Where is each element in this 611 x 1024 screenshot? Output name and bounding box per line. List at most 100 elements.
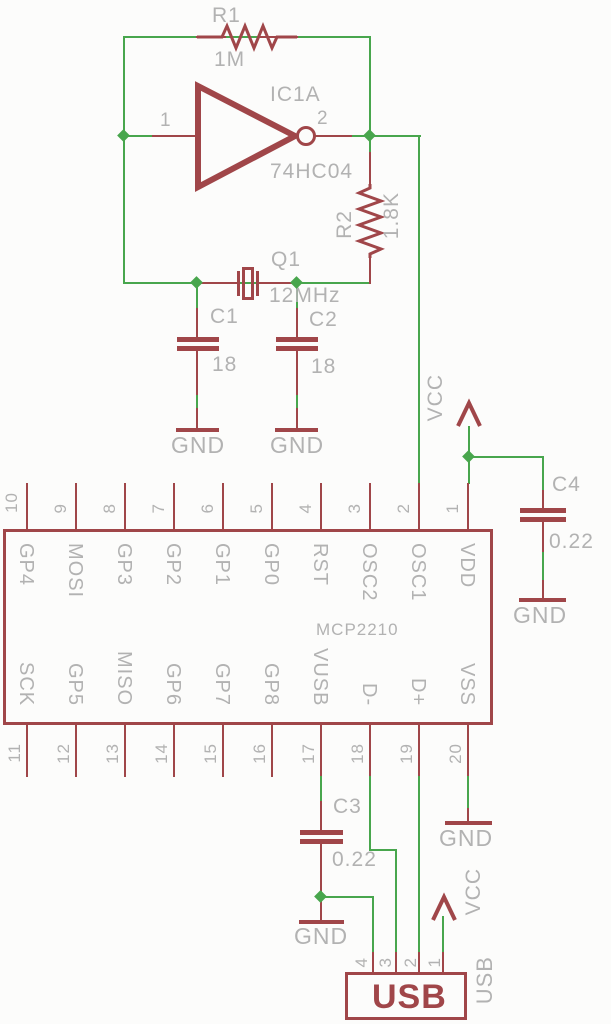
c3-gnd-label: GND [294,923,349,949]
pin-name: GP0 [260,543,282,587]
wire-segment [196,392,198,410]
junction-dot [190,276,203,289]
c3-lead [320,801,322,832]
c1-value: 18 [212,353,238,376]
c1-plate [177,346,219,351]
wire-segment [123,36,125,284]
pin-stub [173,725,175,777]
gnd-lead [467,808,469,823]
resistor-r2 [354,184,386,258]
c2-plate [276,346,318,351]
gate-part: 74HC04 [270,160,354,183]
junction-dot [314,890,327,903]
wire-segment [320,896,374,898]
gnd-symbol [519,598,566,602]
pin-stub [26,483,28,530]
pin-number: 7 [149,502,168,513]
wire-segment [395,849,397,954]
c2-value: 18 [311,355,337,378]
pin-number: 15 [201,743,220,764]
c1-gnd-label: GND [171,432,226,458]
pin-number: 5 [247,502,266,513]
pin-name: GP3 [113,543,135,587]
junction-dot [363,129,376,142]
pin-name: VDD [456,543,478,589]
pin-name: VSS [456,662,478,706]
gate-output-lead [314,135,352,137]
pin-name: MOSI [64,543,86,599]
pin-number: 14 [152,743,171,764]
pin-name: D- [358,682,380,706]
pin-stub [75,725,77,777]
vss-gnd-label: GND [439,825,494,851]
c3-lead [320,843,322,893]
gnd-symbol [299,920,344,924]
pin-number: 17 [299,743,318,764]
wire-segment [369,776,371,851]
pin-stub [467,483,469,530]
junction-dot [117,129,130,142]
junction-dot [462,450,475,463]
pin-name: GP7 [211,662,233,706]
vcc-label-bottom: VCC [462,868,485,916]
pin-number: 8 [100,502,119,513]
pin-number: 6 [198,502,217,513]
c4-name: C4 [552,473,581,496]
pin-number: 20 [446,743,465,764]
c3-value: 0.22 [332,848,377,871]
pin-number: 9 [51,502,70,513]
crystal-value: 12MHz [269,284,341,307]
wire-segment [467,776,469,810]
usb-pin-number: 2 [401,956,420,967]
pin-stub [26,725,28,777]
crystal-lead [197,282,237,284]
gate-name: IC1A [270,83,321,106]
pin-name: SCK [15,661,37,706]
wire-segment [123,282,371,284]
resistor-r1 [197,22,297,52]
pin-number: 16 [250,743,269,764]
wire-segment [369,136,371,154]
r2-lead [369,152,371,186]
pin-stub [271,725,273,777]
usb-pin-stub [395,952,397,973]
usb-pin-number: 4 [352,956,371,967]
wire-segment [296,282,298,310]
pin-stub [369,483,371,530]
pin-name: OSC2 [358,543,380,602]
pin-number: 3 [345,502,364,513]
pin-name: GP8 [260,662,282,706]
pin-name: VUSB [309,647,331,706]
pin-stub [271,483,273,530]
pin-number: 11 [5,743,24,763]
usb-connector-body [345,972,467,1020]
wire-segment [349,135,421,137]
r2-name: R2 [333,210,356,239]
pin-name: GP6 [162,662,184,706]
c3-plate [300,830,343,835]
wire-segment [123,135,155,137]
pin-number: 1 [443,502,462,513]
pin-number: 12 [54,743,73,764]
c2-gnd-label: GND [270,432,325,458]
c4-plate [520,517,566,522]
vcc-label-top: VCC [424,374,447,422]
wire-segment [320,776,322,803]
c3-name: C3 [333,795,362,818]
pin-stub [467,725,469,777]
r1-value: 1M [214,48,246,71]
pin-name: GP4 [15,543,37,587]
vcc-arrow-icon [456,398,482,427]
wire-segment [542,552,544,582]
gnd-symbol [176,428,219,432]
pin-stub [418,483,420,530]
wire-segment [468,456,544,458]
wire-segment [296,392,298,410]
crystal-body [242,267,254,300]
gate-pin-out-number: 2 [317,108,329,129]
gate-input-lead [152,135,198,137]
c1-lead [196,408,198,430]
c4-lead [542,580,544,599]
usb-connector-title: USB [372,978,447,1016]
